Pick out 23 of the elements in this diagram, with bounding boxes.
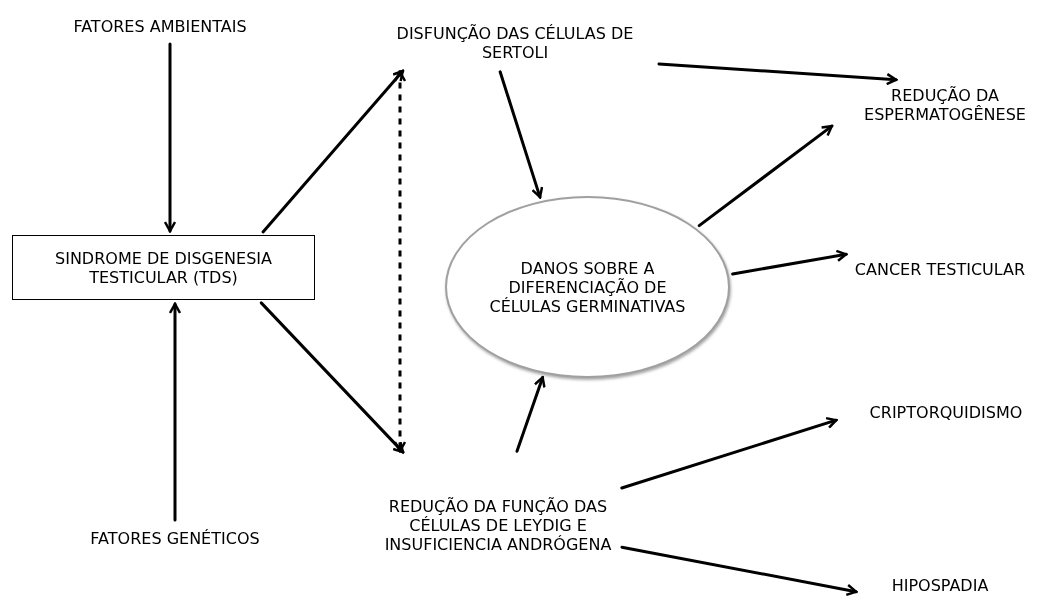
arrow [620,545,858,597]
node-label: DISFUNÇÃO DAS CÉLULAS DE SERTOLI [395,24,635,62]
arrow [515,375,546,453]
arrow [498,70,544,199]
node-label: HIPOSPADIA [891,575,989,595]
node-label: CRIPTORQUIDISMO [869,402,1023,422]
node-label: FATORES GENÉTICOS [90,528,260,548]
process-box [12,235,315,300]
arrow [259,301,405,454]
node-label: REDUÇÃO DA FUNÇÃO DAS CÉLULAS DE LEYDIG E INSUFICIENCIA ANDRÓGENA [383,496,613,554]
arrow [163,42,177,233]
arrow [697,124,834,228]
arrow [657,62,898,86]
arrow [620,416,838,490]
arrow [168,302,182,522]
node-label: SINDROME DE DISGENESIA TESTICULAR (TDS) [54,248,273,287]
node-label: CANCER TESTICULAR [854,259,1026,279]
node-label: REDUÇÃO DA ESPERMATOGÊNESE [863,86,1027,124]
arrow [261,69,405,234]
arrow [731,249,848,276]
node-label: DANOS SOBRE A DIFERENCIAÇÃO DE CÉLULAS GERMINATIVAS [488,258,687,316]
node-label: FATORES AMBIENTAIS [73,16,247,36]
dotted-arrow [393,70,407,453]
